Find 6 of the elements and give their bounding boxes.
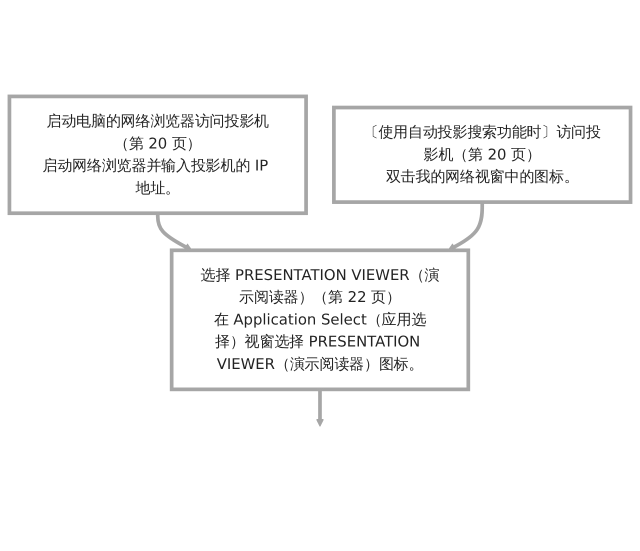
node-box: 选择 PRESENTATION VIEWER（演示阅读器）（第 22 页） 在 Application Select（应用选择）视窗选择 PRESENTATION VIEWER（演示阅读器）图标。 — [170, 248, 470, 392]
arrow — [316, 390, 324, 427]
arrow — [156, 213, 192, 251]
node-box: 〔使用自动投影搜索功能时〕访问投影机（第 20 页） 双击我的网络视窗中的图标。 — [332, 106, 632, 204]
node-box: 启动电脑的网络浏览器访问投影机（第 20 页） 启动网络浏览器并输入投影机的 IP 地址。 — [8, 94, 308, 216]
arrow — [448, 202, 484, 251]
